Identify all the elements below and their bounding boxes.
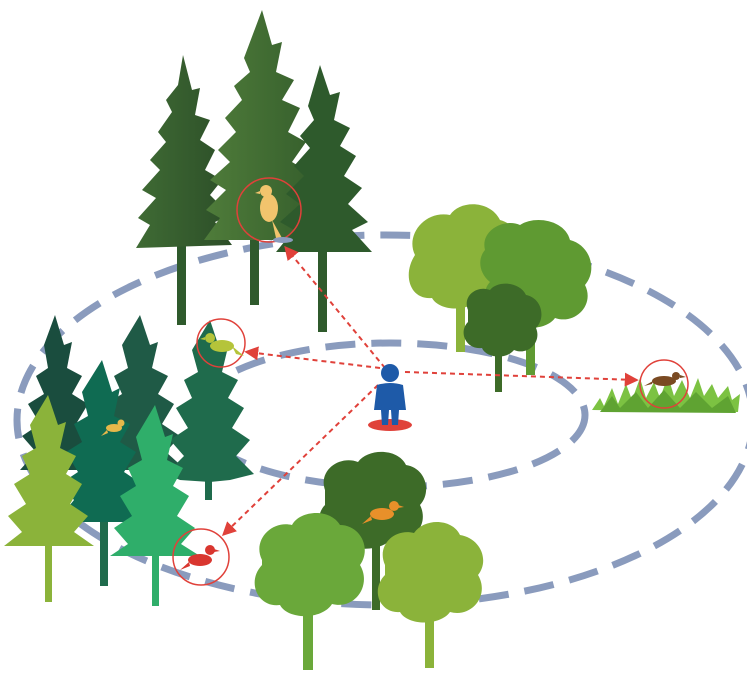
bird-icon [255,185,282,238]
detection-highlight [639,359,689,409]
bird-icon [644,372,686,386]
broadleaf-tree [377,521,484,623]
broadleaf-cluster-bottom [254,451,484,670]
conifer-tree [136,55,232,248]
person-icon [374,364,406,425]
broadleaf-tree [319,451,427,549]
bird-icon [101,419,125,436]
arrow-to-grass-bird [404,371,639,387]
detection-highlight [196,318,246,368]
conifer-stand-left [4,315,254,606]
detection-highlight [236,177,302,243]
conifer-stand-top [136,10,372,332]
bird-icon [362,501,404,524]
conifer-tree [56,360,148,522]
broadleaf-tree [463,283,542,357]
bird-icon [200,333,244,356]
conifer-tree [110,405,200,556]
detection-arrows [221,245,639,536]
broadleaf-cluster-right [408,204,592,392]
conifer-tree [204,10,318,240]
conifer-tree [166,320,254,482]
bird-canopy-top [236,177,302,243]
conifer-tree [4,395,94,546]
outer-survey-ring [13,231,747,609]
bird-broadleaf-center [362,501,404,524]
grass-clump [592,376,740,413]
bird-conifer-inner [101,419,125,436]
bird-conifer-left [196,318,246,368]
arrow-to-conifer-bird [244,346,381,369]
observer [368,364,412,431]
broadleaf-tree [254,512,365,617]
bird-ground-grass [639,359,689,409]
arrow-to-canopy-bird [284,245,386,369]
detection-highlight [172,528,230,586]
observer-base [368,419,412,431]
bird-bottom-left [172,528,230,586]
bird-icon [180,545,220,570]
